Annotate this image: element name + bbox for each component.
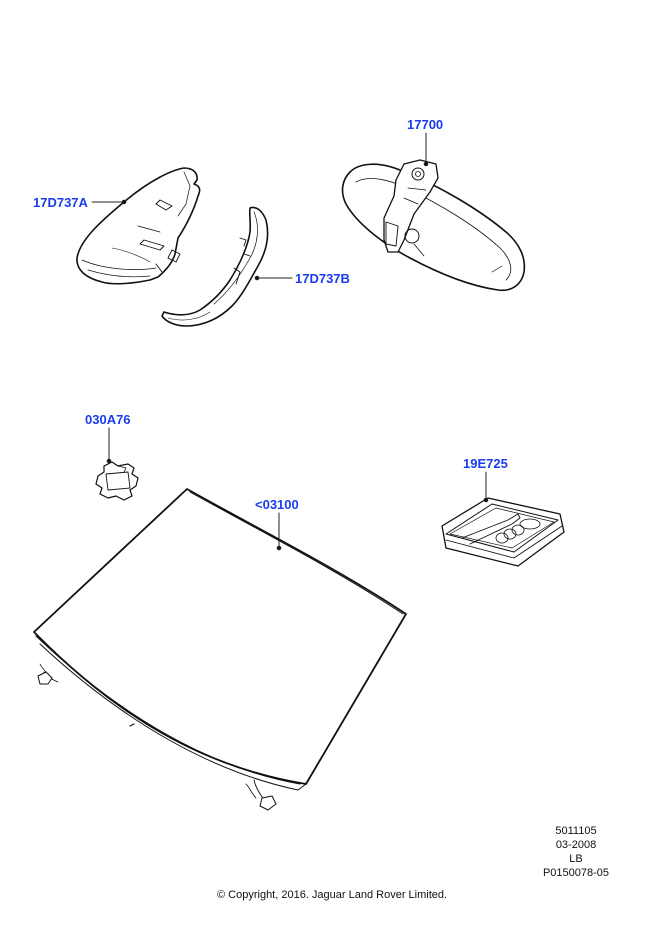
callout-17D737B[interactable]: 17D737B [295, 271, 350, 286]
mirror-cover-upper-part[interactable] [76, 167, 201, 285]
leader-lines [91, 132, 489, 551]
mirror-bracket-part[interactable] [95, 461, 139, 501]
leader-dot-17D737B [254, 275, 260, 281]
callout-17700[interactable]: 17700 [407, 117, 444, 132]
repair-kit-part[interactable] [441, 497, 565, 567]
leader-dot-19E725 [483, 497, 489, 503]
leader-dot-030A76 [106, 458, 112, 464]
date-code: 03-2008 [555, 839, 597, 851]
leader-dot-17700 [423, 161, 429, 167]
ref-number: 5011105 [555, 825, 597, 837]
rear-view-mirror-part[interactable] [341, 159, 526, 292]
windscreen-part[interactable] [33, 488, 407, 811]
mirror-cover-lower-part[interactable] [161, 206, 269, 327]
copyright-notice: © Copyright, 2016. Jaguar Land Rover Lim… [217, 889, 448, 901]
leader-dot-17D737A [121, 199, 127, 205]
footer-ref-block: 5011105 03-2008 LB P0150078-05 [520, 824, 632, 880]
callout-030A76[interactable]: 030A76 [85, 412, 131, 427]
illustration-id: P0150078-05 [542, 867, 610, 879]
leader-dot-03100 [276, 545, 282, 551]
region-code: LB [569, 853, 583, 865]
callout-03100[interactable]: <03100 [255, 497, 299, 512]
callout-19E725[interactable]: 19E725 [463, 456, 508, 471]
callout-17D737A[interactable]: 17D737A [33, 195, 88, 210]
